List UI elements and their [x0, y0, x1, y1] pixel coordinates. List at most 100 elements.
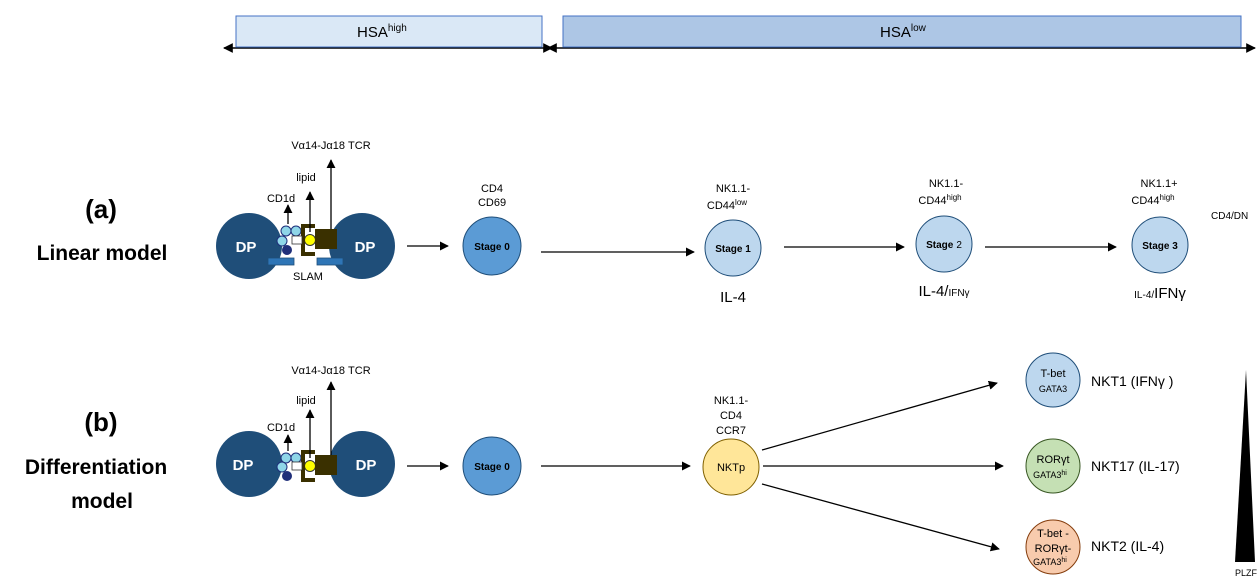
plzf-label: PLZF — [1235, 568, 1258, 578]
dp-label-left-b: DP — [233, 457, 254, 474]
cd1d-ring-2-a — [290, 225, 302, 237]
dp-label-left-a: DP — [236, 239, 257, 256]
stage0-label-a: Stage 0 — [474, 242, 510, 253]
stage1-marker1-a: NK1.1- — [716, 183, 751, 195]
nkt2-line3-sup-b: hi — [1061, 557, 1067, 564]
stage3-marker1-a: NK1.1+ — [1141, 178, 1178, 190]
cd1d-plate-a — [291, 235, 303, 245]
cd1d-ring-3-a — [276, 235, 288, 247]
dp-cell-left-a — [216, 213, 282, 279]
nkt2-cell-b — [1025, 519, 1081, 575]
nkt17-line2-b: GATA3hi — [1033, 470, 1067, 480]
dp-label-right-b: DP — [356, 457, 377, 474]
cd1d-ring-1-b — [280, 452, 292, 464]
stage1-cell-a — [704, 219, 762, 277]
tcr-receptor-a — [301, 224, 315, 256]
nkt1-line1-b: T-bet — [1040, 368, 1065, 380]
cd1d-label-a: CD1d — [267, 193, 295, 205]
stage1-cytokine-a: IL-4 — [720, 289, 746, 306]
nkt2-line1-b: T-bet - — [1037, 528, 1069, 540]
stage2-cytokine-a: IL-4/IFNγ — [918, 283, 969, 300]
stage0-cell-b — [462, 436, 522, 496]
tcr-receptor-b — [301, 450, 315, 482]
stage2-cell-a — [915, 215, 973, 273]
lipid-label-b: lipid — [296, 395, 316, 407]
arrow-nktp-to-nkt2-b — [761, 483, 1000, 552]
cd1d-dot-b — [282, 471, 292, 481]
panel-a: (a) Linear model DP DP SLAM — [37, 140, 1249, 306]
stage2-marker2-a: CD44high — [918, 193, 961, 207]
cd1d-label-b: CD1d — [267, 422, 295, 434]
dp-label-right-a: DP — [355, 239, 376, 256]
nktp-cell-b — [702, 438, 760, 496]
hsa-high-bar — [235, 15, 543, 48]
cd1d-ring-2-b — [290, 452, 302, 464]
dp-interaction-b: DP DP Vα14-Jα18 TCR lipid CD1d — [216, 365, 395, 497]
tcr-label-b: Vα14-Jα18 TCR — [291, 365, 370, 377]
cd1d-ring-3-b — [276, 461, 288, 473]
panel-b-letter: (b) — [84, 407, 117, 437]
slam-left-a — [267, 257, 295, 266]
nkt2-name-b: NKT2 (IL-4) — [1091, 538, 1164, 554]
panel-b-title-line2: model — [71, 490, 133, 513]
nktp-marker3-b: CCR7 — [716, 425, 746, 437]
plzf-wedge — [1235, 370, 1255, 562]
lipid-b — [304, 460, 316, 472]
cd1d-dot-a — [282, 245, 292, 255]
stage2-label-num-a: 2 — [956, 240, 962, 251]
nktp-marker1-b: NK1.1- — [714, 395, 749, 407]
stage3-cell-a — [1131, 216, 1189, 274]
nkt17-cell-b — [1025, 438, 1081, 494]
stage0-marker1-a: CD4 — [481, 183, 503, 195]
tcr-stem-a — [315, 229, 337, 249]
stage3-cytokine-small-a: IL-4/ — [1134, 290, 1154, 301]
nktp-label-b: NKTp — [717, 462, 745, 474]
panel-b: (b) Differentiation model DP DP Vα14-Jα1… — [25, 352, 1258, 578]
stage3-cytokine-a: IL-4/IFNγ — [1134, 285, 1186, 302]
hsa-low-bar — [562, 15, 1242, 48]
stage0-label-b: Stage 0 — [474, 462, 510, 473]
nkt1-line2-b: GATA3 — [1039, 384, 1067, 394]
panel-a-title: Linear model — [37, 242, 168, 265]
nkt17-name-b: NKT17 (IL-17) — [1091, 458, 1180, 474]
slam-label-a: SLAM — [293, 271, 323, 283]
nkt2-line3-b: GATA3hi — [1033, 557, 1067, 567]
lipid-label-a: lipid — [296, 172, 316, 184]
stage3-side-label-a: CD4/DN — [1211, 211, 1248, 222]
stage0-cell-a — [462, 216, 522, 276]
nkt17-line2-sup-b: hi — [1061, 470, 1067, 477]
nkt1-cell-b — [1025, 352, 1081, 408]
panel-a-letter: (a) — [85, 194, 117, 224]
stage2-cytokine-small-a: IFNγ — [948, 288, 969, 299]
lipid-a — [304, 234, 316, 246]
stage1-marker2-sup-a: low — [735, 198, 747, 207]
nkt2-line2-b: RORγt- — [1035, 543, 1072, 555]
stage3-marker2-a: CD44high — [1131, 193, 1174, 207]
hsa-header: HSAhigh HSAlow — [223, 15, 1256, 53]
nkt17-line1-b: RORγt — [1037, 454, 1070, 466]
dp-cell-right-a — [329, 213, 395, 279]
tcr-label-a: Vα14-Jα18 TCR — [291, 140, 370, 152]
stage2-marker1-a: NK1.1- — [929, 178, 964, 190]
hsa-low-sup: low — [911, 23, 927, 34]
hsa-high-label: HSAhigh — [357, 23, 407, 41]
stage1-label-a: Stage 1 — [715, 244, 751, 255]
stage0-marker2-a: CD69 — [478, 197, 506, 209]
nkt1-name-b: NKT1 (IFNγ ) — [1091, 373, 1173, 389]
stage3-label-a: Stage 3 — [1142, 241, 1178, 252]
cd1d-plate-b — [291, 461, 303, 471]
arrow-nktp-to-nkt1-b — [761, 380, 998, 451]
stage3-marker2-sup-a: high — [1160, 193, 1175, 202]
slam-right-a — [316, 257, 344, 266]
panel-b-title-line1: Differentiation — [25, 456, 167, 479]
cd1d-ring-1-a — [280, 225, 292, 237]
nktp-marker2-b: CD4 — [720, 410, 742, 422]
tcr-stem-b — [315, 455, 337, 475]
dp-interaction-a: DP DP SLAM Vα14-Jα18 TCR lipid CD1d — [216, 140, 395, 283]
dp-cell-right-b — [329, 431, 395, 497]
stage2-marker2-sup-a: high — [947, 193, 962, 202]
stage1-marker2-a: CD44low — [707, 198, 747, 212]
hsa-high-sup: high — [388, 23, 407, 34]
